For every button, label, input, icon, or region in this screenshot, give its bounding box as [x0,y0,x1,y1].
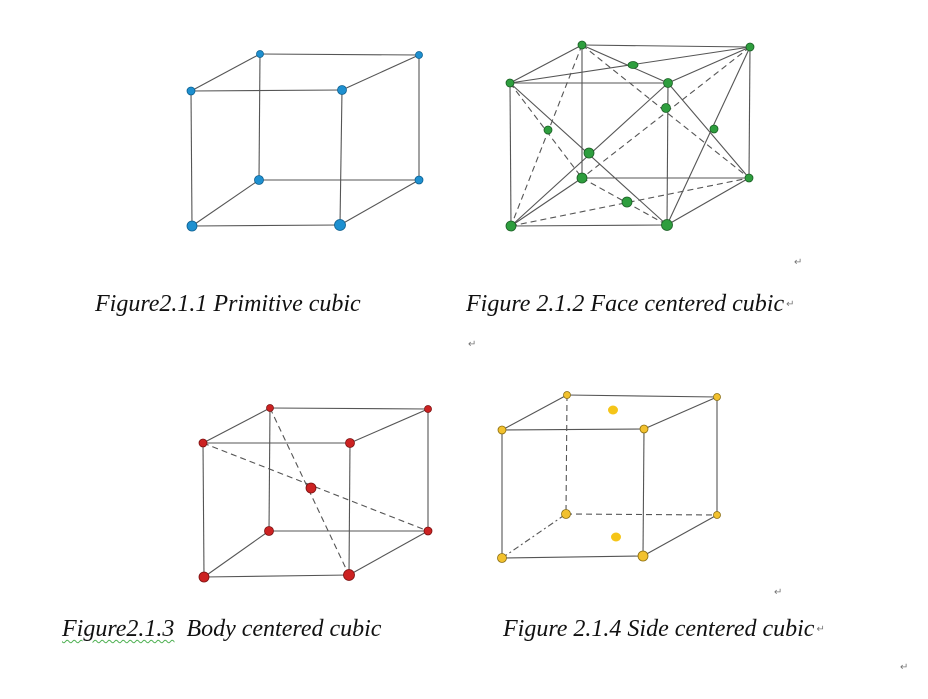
paragraph-mark: ↵ [774,587,783,598]
atoms-blue [186,50,424,232]
paragraph-mark: ↵ [786,299,795,311]
caption-figure-2-1-4-line: Figure 2.1.4 Side centered cubic↵ [503,614,825,645]
atoms-red [198,404,433,583]
paragraph-mark: ↵ [900,662,909,673]
atoms-green [505,40,755,232]
paragraph-mark: ↵ [468,339,477,350]
spellcheck-flagged-word[interactable]: Figure2.1.3 [62,616,175,642]
caption-figure-2-1-1: Figure2.1.1 Primitive cubic [95,291,361,317]
paragraph-mark: ↵ [794,257,803,268]
primitive-cubic-diagram [186,50,424,232]
atoms-yellow [497,391,721,563]
side-centered-cubic-diagram [497,391,721,563]
caption-figure-2-1-3: Figure2.1.3 Body centered cubic [62,616,382,642]
caption-figure-2-1-2: Figure 2.1.2 Face centered cubic [466,291,785,317]
paragraph-mark: ↵ [816,624,825,636]
body-centered-cubic-diagram [198,404,433,583]
caption-figure-2-1-4: Figure 2.1.4 Side centered cubic [503,616,815,642]
face-center-atoms [608,405,621,542]
caption-figure-2-1-2-line: Figure 2.1.2 Face centered cubic↵ [466,289,794,320]
face-centered-cubic-diagram [505,40,755,232]
